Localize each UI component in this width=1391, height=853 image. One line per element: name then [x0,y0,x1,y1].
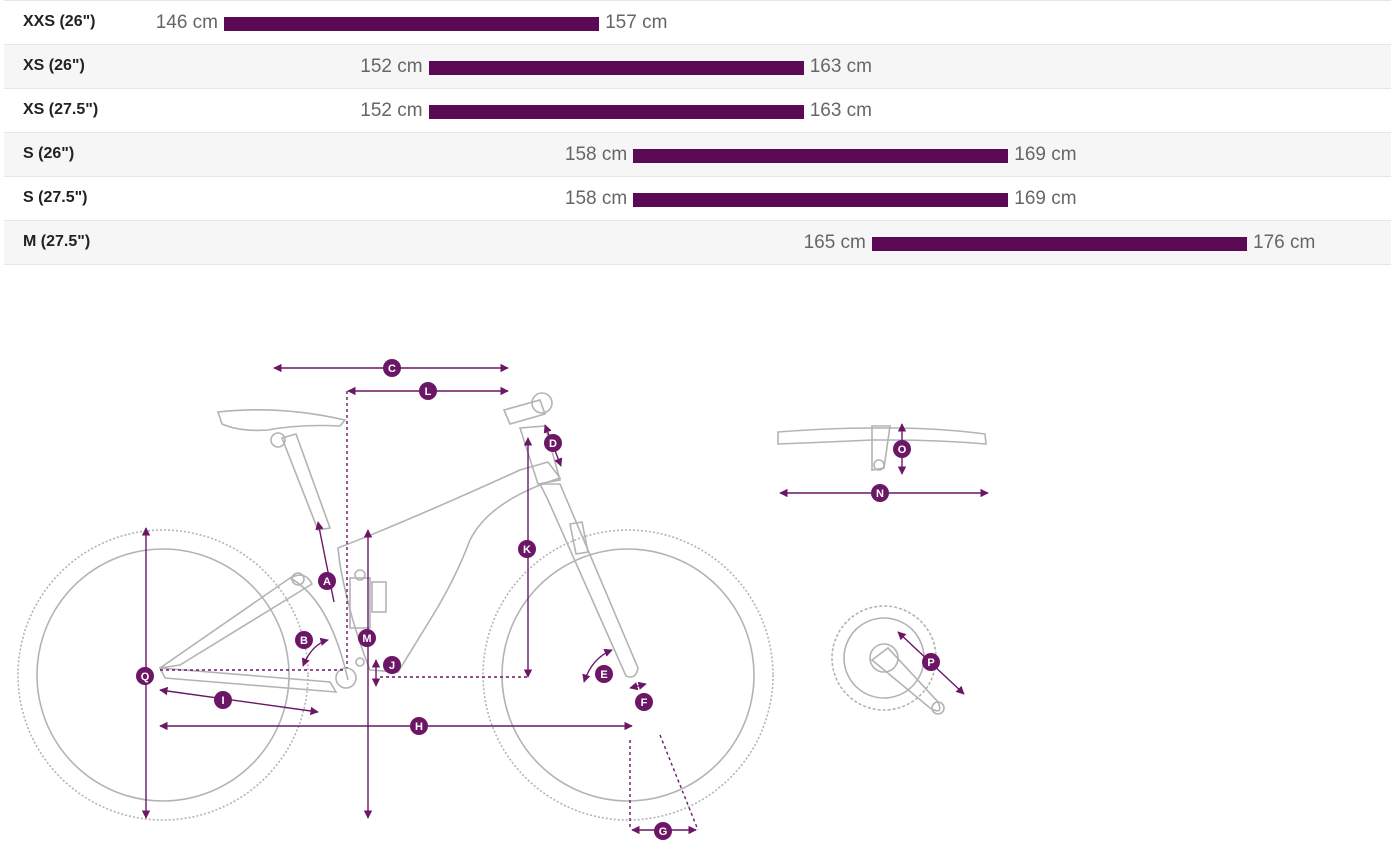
dimension-i-line [159,686,319,716]
svg-text:I: I [221,695,224,707]
svg-text:C: C [388,363,396,375]
svg-text:J: J [389,660,395,672]
size-label: XS (27.5") [23,101,99,118]
marker-p: P [922,653,940,671]
saddle [216,408,347,432]
svg-text:G: G [659,826,668,838]
front-rim [501,548,755,802]
dimension-e-arc [582,648,613,683]
range-max-label: 163 cm [809,100,872,121]
size-row: M (27.5") 165 cm 176 cm [4,220,1391,265]
svg-text:N: N [876,488,884,500]
svg-text:A: A [323,576,331,588]
marker-d: D [544,434,562,452]
height-range-bar [871,237,1247,251]
height-range-bar [428,61,804,75]
marker-l: L [419,382,437,400]
size-label: XS (26") [23,57,85,74]
marker-a: A [318,572,336,590]
height-range-bar [428,105,804,119]
rear-link [289,577,349,681]
marker-q: Q [136,667,154,685]
front-tire [482,529,774,821]
marker-j: J [383,656,401,674]
dimension-a-line [315,521,335,603]
svg-text:B: B [300,635,308,647]
dimension-markers: C L D K A M B J Q I H E F G O N P [136,359,940,840]
size-label: M (27.5") [23,233,91,250]
size-label: S (27.5") [23,189,88,206]
marker-g: G [654,822,672,840]
svg-text:E: E [600,669,607,681]
marker-n: N [871,484,889,502]
chainstay [158,667,338,693]
handlebar-clamp [531,392,553,414]
svg-text:K: K [523,544,531,556]
marker-i: I [214,691,232,709]
svg-text:H: H [415,721,423,733]
marker-o: O [893,440,911,458]
size-row: XXS (26") 146 cm 157 cm [4,0,1391,44]
size-label: XXS (26") [23,13,96,30]
range-max-label: 176 cm [1253,232,1316,253]
svg-text:Q: Q [141,671,150,683]
marker-e: E [595,665,613,683]
marker-h: H [410,717,428,735]
svg-text:O: O [898,444,907,456]
range-min-label: 165 cm [803,232,866,253]
seatpost [280,433,332,531]
marker-k: K [518,540,536,558]
bike-geometry-diagram: C L D K A M B J Q I H E F G O N P [17,359,989,840]
size-row: S (27.5") 158 cm 169 cm [4,176,1391,220]
range-min-label: 158 cm [564,188,628,209]
svg-text:M: M [362,633,371,645]
rear-rim [36,548,290,802]
height-range-bar [633,193,1009,207]
height-range-bar [224,17,600,31]
size-row: XS (27.5") 152 cm 163 cm [4,88,1391,132]
rear-tire [17,529,309,821]
marker-f: F [635,693,653,711]
range-min-label: 158 cm [564,144,628,165]
marker-b: B [295,631,313,649]
bike-frame-outline [17,392,774,821]
size-label: S (26") [23,145,75,162]
handlebar-inset [777,425,987,471]
size-row: S (26") 158 cm 169 cm [4,132,1391,176]
marker-m: M [358,629,376,647]
range-min-label: 146 cm [155,12,218,33]
range-max-label: 157 cm [605,12,668,33]
range-min-label: 152 cm [360,100,423,121]
rider-height-size-chart: XXS (26") 146 cm 157 cm XS (26") 152 cm … [4,0,1391,265]
svg-text:L: L [425,386,432,398]
range-max-label: 169 cm [1014,188,1077,209]
svg-text:D: D [549,438,557,450]
svg-text:F: F [641,697,648,709]
stem [502,399,547,425]
range-max-label: 169 cm [1014,144,1077,165]
range-max-label: 163 cm [809,56,872,77]
marker-c: C [383,359,401,377]
fork [538,483,639,678]
seatstay [159,574,314,669]
range-min-label: 152 cm [360,56,423,77]
svg-text:P: P [927,657,934,669]
dimension-b-arc [301,637,329,667]
dimension-f-line [629,681,647,691]
size-row: XS (26") 152 cm 163 cm [4,44,1391,88]
bottom-bracket [335,667,357,689]
height-range-bar [633,149,1009,163]
